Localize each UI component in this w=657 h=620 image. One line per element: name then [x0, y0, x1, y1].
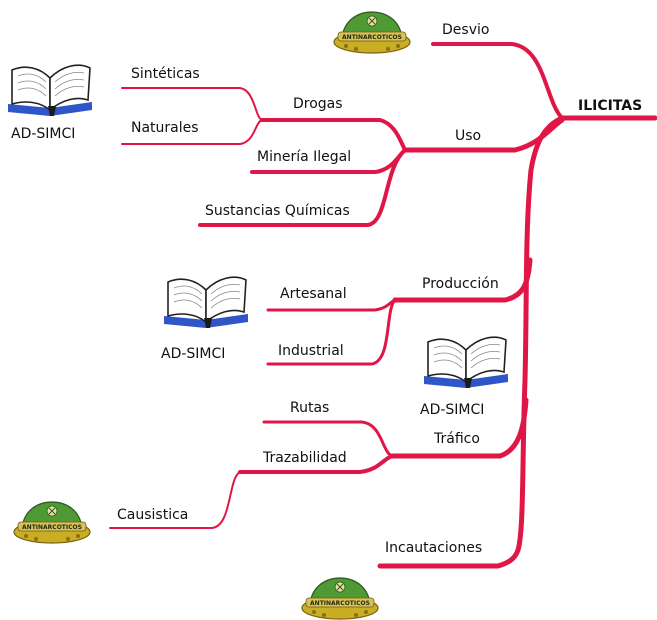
book-caption-1: AD-SIMCI — [11, 126, 75, 142]
industrial-line — [266, 298, 397, 366]
produccion-line — [392, 257, 533, 303]
sustancias-label: Sustancias Químicas — [205, 203, 350, 219]
book-caption-2: AD-SIMCI — [161, 346, 225, 362]
naturales-line — [121, 119, 263, 145]
trafico-label: Tráfico — [433, 431, 480, 447]
trazabilidad-line — [238, 454, 394, 474]
svg-text:ANTINARCOTICOS: ANTINARCOTICOS — [22, 524, 82, 531]
svg-text:ANTINARCOTICOS: ANTINARCOTICOS — [342, 34, 402, 41]
book-icon — [7, 64, 93, 117]
antinarcoticos-badge-icon: ANTINARCOTICOS — [13, 501, 91, 544]
causistica-label: Causistica — [117, 507, 188, 523]
produccion-label: Producción — [422, 276, 499, 292]
svg-text:ANTINARCOTICOS: ANTINARCOTICOS — [310, 600, 370, 607]
trunk-line — [515, 115, 565, 553]
drogas-line — [260, 118, 407, 152]
desvio-line — [431, 42, 564, 120]
naturales-label: Naturales — [131, 120, 199, 136]
mineria-label: Minería Ilegal — [257, 149, 351, 165]
incautaciones-label: Incautaciones — [385, 540, 482, 556]
desvio-label: Desvio — [442, 22, 489, 38]
causistica-line — [109, 471, 241, 529]
sinteticas-line — [121, 87, 263, 121]
book-icon — [163, 276, 249, 329]
uso-line — [402, 117, 565, 153]
trazabilidad-label: Trazabilidad — [262, 450, 347, 466]
incautaciones-line — [377, 547, 521, 569]
antinarcoticos-badge-icon: ANTINARCOTICOS — [301, 577, 379, 620]
drogas-label: Drogas — [293, 96, 343, 112]
industrial-label: Industrial — [278, 343, 344, 359]
rutas-line — [262, 420, 394, 458]
artesanal-label: Artesanal — [280, 286, 347, 302]
root-label: ILICITAS — [578, 98, 642, 114]
antinarcoticos-badge-icon: ANTINARCOTICOS — [333, 11, 411, 54]
rutas-label: Rutas — [290, 400, 329, 416]
sustancias-line — [198, 148, 407, 227]
book-caption-3: AD-SIMCI — [420, 402, 484, 418]
book-icon — [423, 336, 509, 389]
sinteticas-label: Sintéticas — [131, 66, 200, 82]
uso-label: Uso — [455, 128, 481, 144]
trafico-line — [389, 397, 529, 459]
